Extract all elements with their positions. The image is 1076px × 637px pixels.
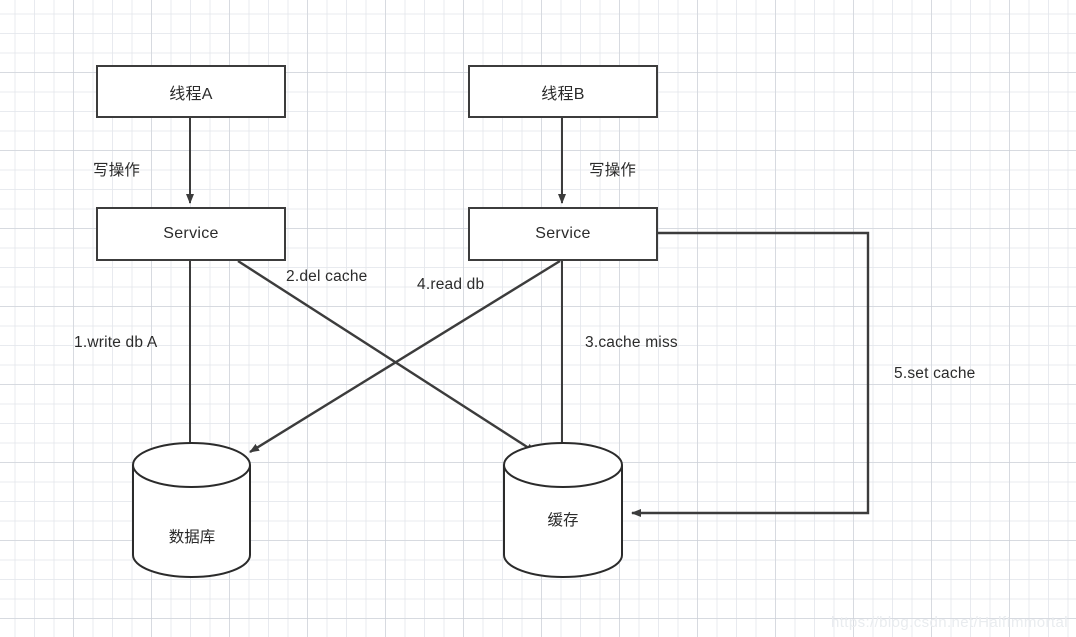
watermark-text: https://blog.csdn.net/HalfImmortal: [830, 614, 1068, 631]
node-service-b[interactable]: Service: [468, 207, 658, 261]
node-thread-b-label: 线程B: [541, 85, 585, 103]
node-thread-a-label: 线程A: [169, 85, 213, 103]
node-thread-b[interactable]: 线程B: [468, 65, 658, 118]
node-service-a[interactable]: Service: [96, 207, 286, 261]
database-cylinder-shape: [132, 442, 251, 578]
node-database-label: 数据库: [168, 529, 216, 546]
edge-write-a-label: 写操作: [93, 162, 141, 179]
node-service-b-label: Service: [535, 225, 591, 242]
cache-cylinder-shape: [503, 442, 623, 578]
edge-4-label: 4.read db: [417, 276, 485, 293]
edge-3-label: 3.cache miss: [585, 334, 678, 351]
edge-5-label: 5.set cache: [894, 365, 976, 382]
node-thread-a[interactable]: 线程A: [96, 65, 286, 118]
node-cache-label: 缓存: [547, 512, 579, 529]
edge-5-line: [631, 231, 870, 517]
edge-1-label: 1.write db A: [74, 334, 158, 351]
edge-4-line: [249, 259, 561, 454]
edge-write-b-label: 写操作: [589, 162, 637, 179]
edge-2-line: [237, 259, 536, 454]
node-service-a-label: Service: [163, 225, 219, 242]
edge-2-label: 2.del cache: [286, 268, 368, 285]
